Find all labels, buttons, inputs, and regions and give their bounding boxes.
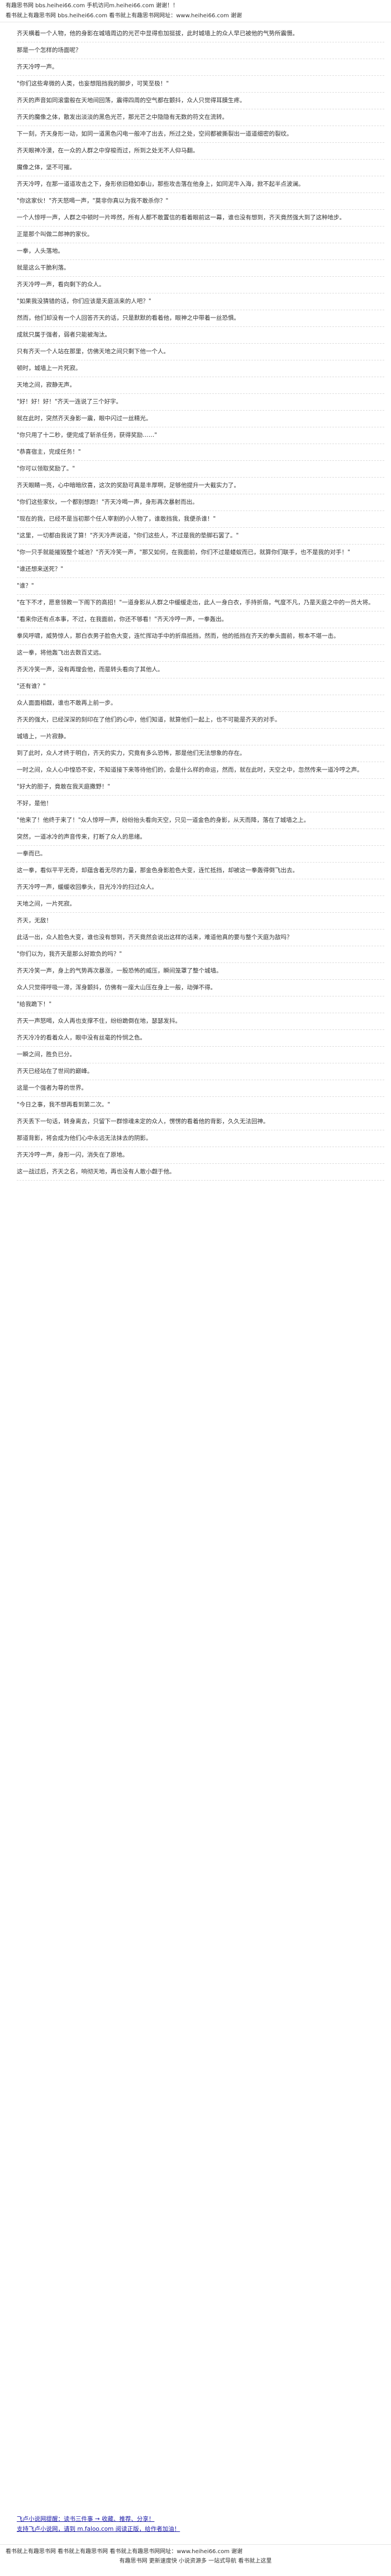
story-paragraph: 齐天一声怒喝，众人再也支撑不住，纷纷跪倒在地，瑟瑟发抖。 <box>17 1013 384 1030</box>
story-paragraph: 然而，他们却没有一个人回答齐天的话，只是默默的看着他，眼神之中带着一丝恐惧。 <box>17 310 384 327</box>
story-paragraph: 齐天丢下一句话，转身离去，只留下一群惊魂未定的众人，愣愣的看着他的背影，久久无法… <box>17 1114 384 1130</box>
site-footer: 看书就上有趣思书网 看书就上有趣思书网 看书就上有趣思书网网址：www.heih… <box>0 2544 391 2576</box>
story-paragraph: 到了此时，众人才终于明白，齐天的实力，究竟有多么恐怖，那是他们无法想象的存在。 <box>17 745 384 762</box>
story-paragraph: 这一战过后，齐天之名，响彻天地，再也没有人敢小觑于他。 <box>17 1164 384 1181</box>
story-paragraph: "给我跪下！" <box>17 996 384 1013</box>
story-paragraph: 齐天冷冷的看着众人，眼中没有丝毫的怜悯之色。 <box>17 1030 384 1047</box>
chapter-body: 齐天横着一个人物，他的身影在城墙周边的光芒中显得愈加挺拔，此时城墙上的众人早已被… <box>0 22 391 2511</box>
story-paragraph: 顿时，城墙上一片死寂。 <box>17 360 384 377</box>
site-header: 有趣思书网 bbs.heihei66.com 手机访问m.heihei66.co… <box>0 0 391 22</box>
story-paragraph: "你这家伙！"齐天怒喝一声，"莫非你真以为我不敢杀你？" <box>17 193 384 210</box>
header-line-2: 看书就上有趣思书网 bbs.heihei66.com 看书就上有趣思书网网址：w… <box>6 13 242 19</box>
story-paragraph: "现在的我，已经不是当初那个任人宰割的小人物了，谁敢挡我，我便杀谁！" <box>17 511 384 528</box>
story-paragraph: 齐天横着一个人物，他的身影在城墙周边的光芒中显得愈加挺拔，此时城墙上的众人早已被… <box>17 26 384 42</box>
story-paragraph: "他来了！他终于来了！"众人惊呼一声，纷纷抬头看向天空，只见一道金色的身影，从天… <box>17 812 384 829</box>
story-paragraph: 就在此时，突然齐天身影一震，眼中闪过一丝精光。 <box>17 411 384 427</box>
story-paragraph: 只有齐天一个人站在那里，仿佛天地之间只剩下他一个人。 <box>17 344 384 360</box>
story-paragraph: 就是这么干脆利落。 <box>17 260 384 277</box>
header-line-1: 有趣思书网 bbs.heihei66.com 手机访问m.heihei66.co… <box>6 3 179 9</box>
story-paragraph: 一时之间，众人心中惶恐不安，不知道接下来等待他们的，会是什么样的命运，然而，就在… <box>17 762 384 779</box>
story-paragraph: 天地之间，一片死寂。 <box>17 896 384 913</box>
story-paragraph: 下一刻，齐天身形一动，如同一道黑色闪电一般冲了出去，所过之处，空间都被撕裂出一道… <box>17 126 384 143</box>
footer-line-1: 看书就上有趣思书网 看书就上有趣思书网 看书就上有趣思书网网址：www.heih… <box>6 2549 243 2555</box>
story-paragraph: 齐天眼睛一亮，心中暗暗欣喜，这次的奖励可真是丰厚啊，足够他提升一大截实力了。 <box>17 478 384 494</box>
story-paragraph: "好！好！好！"齐天一连说了三个好字。 <box>17 394 384 411</box>
story-paragraph: 天地之间，寂静无声。 <box>17 377 384 394</box>
story-paragraph: 此话一出，众人脸色大变，谁也没有想到，齐天竟然会说出这样的话来，难道他真的要与整… <box>17 930 384 946</box>
story-paragraph: 众人只觉得呼吸一滞，浑身颤抖，仿佛有一座大山压在身上一般，动弹不得。 <box>17 980 384 996</box>
story-paragraph: 拳风呼啸，威势惊人，那白衣男子脸色大变，连忙挥动手中的折扇抵挡，然而，他的抵挡在… <box>17 628 384 645</box>
story-paragraph: 齐天的魔像之体，散发出淡淡的黑色光芒，那光芒之中隐隐有无数的符文在流转。 <box>17 109 384 126</box>
footer-line-2: 有趣思书网 更新速度快 小说资源多 一站式导航 看书就上这里 <box>119 2558 272 2564</box>
story-paragraph: 齐天的声音如同滚雷般在天地间回荡，震得四周的空气都在颤抖，众人只觉得耳膜生疼。 <box>17 93 384 109</box>
story-paragraph: "如果我没猜错的话，你们应该是天庭派来的人吧？" <box>17 293 384 310</box>
story-paragraph: 齐天，无敌！ <box>17 913 384 930</box>
story-paragraph: 成就只属于强者，弱者只能被淘汰。 <box>17 327 384 344</box>
story-paragraph: "谁？" <box>17 578 384 595</box>
story-paragraph: "看来你还有点本事，不过，在我面前，你还不够看！"齐天冷哼一声，一拳轰出。 <box>17 612 384 628</box>
story-paragraph: "你一只手就能摧毁整个城池？"齐天冷笑一声，"那又如何，在我面前，你们不过是蝼蚁… <box>17 545 384 561</box>
story-paragraph: 齐天眼神冷漠，在一众的人群之中穿梭而过，所到之处无不人仰马翻。 <box>17 143 384 160</box>
recommend-link[interactable]: 飞卢小说网提醒：读书三件事 → 收藏、推荐、分享！ <box>17 2516 155 2522</box>
story-paragraph: 这一拳，将他轰飞出去数百丈远。 <box>17 645 384 662</box>
story-paragraph: "这里，一切都由我说了算！"齐天冷声说道，"你们这些人，不过是我的垫脚石罢了。" <box>17 528 384 545</box>
story-paragraph: 齐天的强大，已经深深的刻印在了他们的心中，他们知道，就算他们一起上，也不可能是齐… <box>17 712 384 729</box>
support-link[interactable]: 支持飞卢小说网，请到 m.faloo.com 阅读正版，给作者加油！ <box>17 2526 180 2532</box>
story-paragraph: 齐天冷笑一声，身上的气势再次暴涨，一股恐怖的威压，瞬间笼罩了整个城墙。 <box>17 963 384 980</box>
story-paragraph: 齐天冷哼一声，身形一闪，消失在了原地。 <box>17 1147 384 1164</box>
story-paragraph: "你们这些家伙，一个都别想跑！"齐天冷喝一声，身形再次暴射而出。 <box>17 494 384 511</box>
story-paragraph: "在下不才，愿意领教一下阁下的高招！"一道身影从人群之中缓缓走出，此人一身白衣，… <box>17 595 384 612</box>
story-paragraph: 齐天冷笑一声，没有再理会他，而是转头看向了其他人。 <box>17 662 384 678</box>
story-paragraph: "恭喜宿主，完成任务！" <box>17 444 384 461</box>
story-paragraph: "今日之事，我不想再看到第二次。" <box>17 1097 384 1114</box>
story-paragraph: 一拳，人头落地。 <box>17 243 384 260</box>
story-paragraph: 齐天冷哼一声。 <box>17 59 384 76</box>
story-paragraph: 一个人惊呼一声，人群之中顿时一片哗然，所有人都不敢置信的看着眼前这一幕，谁也没有… <box>17 210 384 227</box>
story-paragraph: 一拳而已。 <box>17 846 384 863</box>
story-paragraph: 那是一个怎样的场面呢？ <box>17 42 384 59</box>
story-paragraph: 突然，一道冰冷的声音传来，打断了众人的思绪。 <box>17 829 384 846</box>
story-paragraph: "还有谁？" <box>17 678 384 695</box>
story-paragraph: "你们以为，我齐天是那么好欺负的吗？" <box>17 946 384 963</box>
story-paragraph: "你可以领取奖励了。" <box>17 461 384 478</box>
story-paragraph: 那道背影，将会成为他们心中永远无法抹去的阴影。 <box>17 1130 384 1147</box>
story-paragraph: 这一拳，看似平平无奇，却蕴含着无尽的力量，那金色身影脸色大变，连忙抵挡，却被这一… <box>17 863 384 879</box>
story-paragraph: "你们这些卑微的人类，也妄想阻挡我的脚步，可笑至极！" <box>17 76 384 93</box>
story-paragraph: 魔像之体，坚不可摧。 <box>17 160 384 176</box>
story-paragraph: "谁还想来送死？" <box>17 561 384 578</box>
story-paragraph: 众人面面相觑，谁也不敢再上前一步。 <box>17 695 384 712</box>
story-paragraph: "你只用了十二秒，便完成了斩杀任务，获得奖励……" <box>17 427 384 444</box>
story-paragraph: 齐天冷哼一声，看向剩下的众人。 <box>17 277 384 293</box>
story-paragraph: 齐天冷哼一声，缓缓收回拳头，目光冷冷的扫过众人。 <box>17 879 384 896</box>
story-paragraph: 这是一个强者为尊的世界。 <box>17 1080 384 1097</box>
story-paragraph: 正是那个叫做二郎神的家伙。 <box>17 227 384 243</box>
chapter-links: 飞卢小说网提醒：读书三件事 → 收藏、推荐、分享！ 支持飞卢小说网，请到 m.f… <box>0 2511 391 2544</box>
story-paragraph: 城墙上，一片寂静。 <box>17 729 384 745</box>
story-paragraph: "好大的胆子，竟敢在我天庭撒野！" <box>17 779 384 796</box>
story-paragraph: 齐天已经站在了世间的巅峰。 <box>17 1063 384 1080</box>
story-paragraph: 不好，是他！ <box>17 796 384 812</box>
story-paragraph: 一瞬之间，胜负已分。 <box>17 1047 384 1063</box>
story-paragraph: 齐天冷哼，在那一道道攻击之下，身形依旧稳如泰山，那些攻击落在他身上，如同泥牛入海… <box>17 176 384 193</box>
